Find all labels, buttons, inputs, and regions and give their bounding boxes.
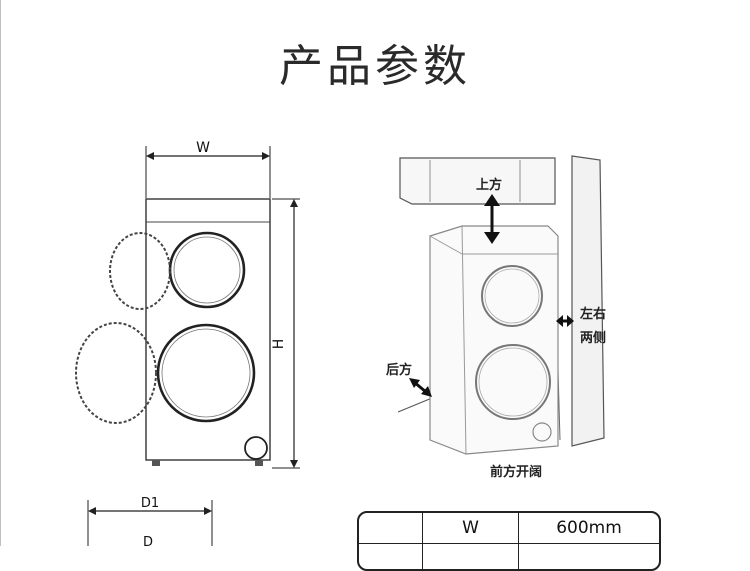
front-view-drawing: W H (75, 140, 300, 469)
page-title: 产品参数 (279, 41, 471, 92)
back-clearance-label: 后方 (386, 362, 412, 378)
spec-key-cell: W (423, 513, 519, 543)
sides-clearance-label-line1: 左右 (580, 306, 606, 322)
front-clearance-label: 前方开阔 (490, 464, 542, 480)
table-row (359, 544, 659, 569)
height-dimension-label: H (271, 339, 287, 350)
spec-name-cell (359, 513, 423, 543)
top-clearance-label: 上方 (476, 177, 502, 193)
spec-table: W 600mm (357, 511, 661, 571)
d-dimension-label: D (143, 535, 153, 546)
table-row: W 600mm (359, 513, 659, 544)
width-dimension-label: W (196, 140, 210, 156)
spec-value-cell: 600mm (556, 518, 622, 538)
product-diagram: W H (75, 140, 606, 546)
installation-view-drawing: 上方 左右 两侧 后方 前方开阔 (386, 155, 606, 480)
sides-clearance-label-line2: 两侧 (580, 330, 606, 346)
d1-dimension-label: D1 (141, 496, 159, 511)
page-edge-line (0, 0, 1, 546)
side-view-dimensions: D1 D (87, 496, 213, 546)
